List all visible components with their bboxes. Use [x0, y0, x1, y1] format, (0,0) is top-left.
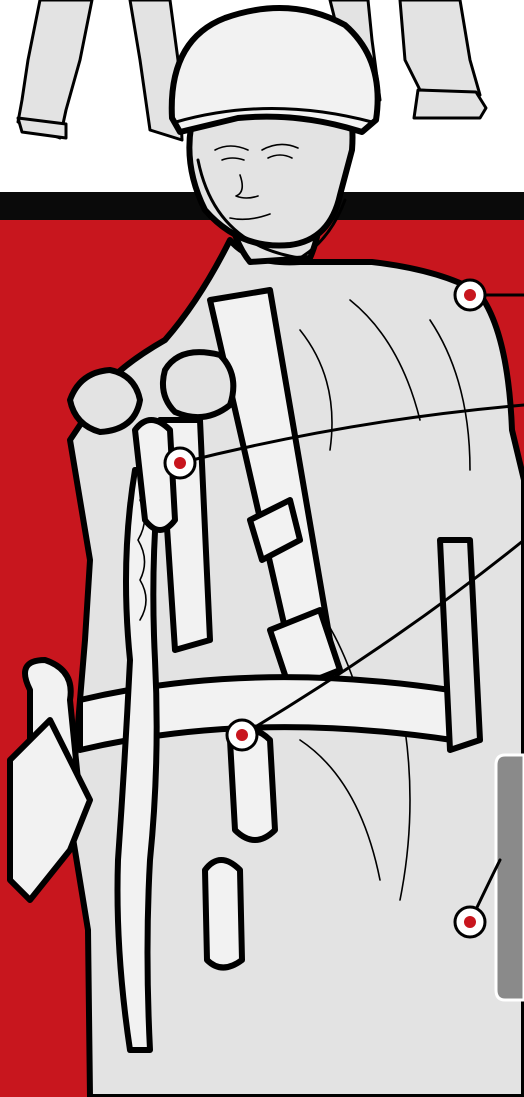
hotspot-chest-dring[interactable]: [165, 448, 195, 478]
hotspot-shoulder[interactable]: [455, 280, 485, 310]
hotspot-hip-dring[interactable]: [227, 720, 257, 750]
side-tab[interactable]: [496, 755, 524, 1000]
hotspot-leg-strap[interactable]: [455, 907, 485, 937]
